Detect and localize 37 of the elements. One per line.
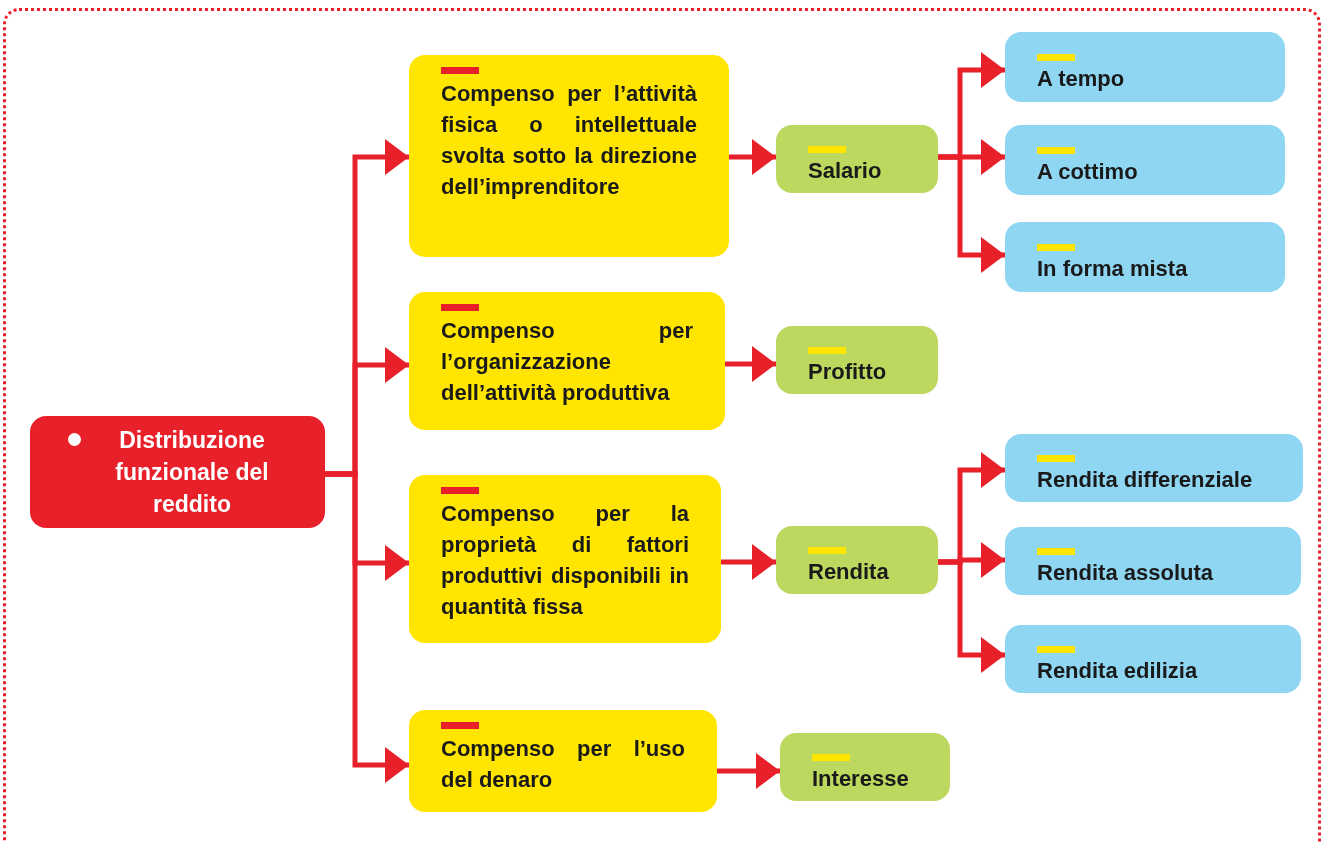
topic-box — [30, 416, 325, 528]
category-label: Rendita — [808, 557, 890, 586]
topic-title: Distribuzione funzionale del reddito — [114, 426, 270, 519]
subcategory-box — [1005, 527, 1301, 595]
subcategory-box — [1005, 32, 1285, 102]
subcategory-box — [1005, 625, 1301, 693]
category-box — [776, 326, 938, 394]
subcategory-box — [1005, 222, 1285, 292]
description-box — [409, 292, 725, 430]
arrow — [717, 753, 780, 789]
description-text: Compenso per l’uso del denaro — [441, 735, 685, 794]
description-text: Compenso per la proprietà di fattori produttivi disponibili in quantità fissa — [441, 500, 689, 621]
category-box — [780, 733, 950, 801]
arrow — [325, 471, 409, 783]
arrow — [729, 139, 776, 175]
arrow — [721, 544, 776, 580]
description-box — [409, 710, 717, 812]
category-label: A tempo — [1037, 64, 1126, 93]
category-label: A cottimo — [1037, 157, 1139, 186]
category-label: Profitto — [808, 357, 888, 386]
arrow — [725, 346, 776, 382]
subcategory-box — [1005, 125, 1285, 195]
category-box — [776, 526, 938, 594]
description-box — [409, 55, 729, 257]
arrow — [938, 154, 1005, 273]
category-box — [776, 125, 938, 193]
category-label: Rendita differenziale — [1037, 465, 1254, 494]
category-label: In forma mista — [1037, 254, 1189, 283]
subcategory-box — [1005, 434, 1303, 502]
description-text: Compenso per l’organizzazione dell’attività produttiva — [441, 317, 693, 407]
category-label: Rendita edilizia — [1037, 656, 1199, 685]
category-label: Salario — [808, 156, 883, 185]
category-label: Rendita assoluta — [1037, 558, 1215, 587]
description-text: Compenso per l’attività fisica o intellettuale svolta sotto la direzione dell’imprenditore — [441, 80, 697, 201]
arrow — [938, 559, 1005, 673]
description-box — [409, 475, 721, 643]
category-label: Interesse — [812, 764, 910, 793]
